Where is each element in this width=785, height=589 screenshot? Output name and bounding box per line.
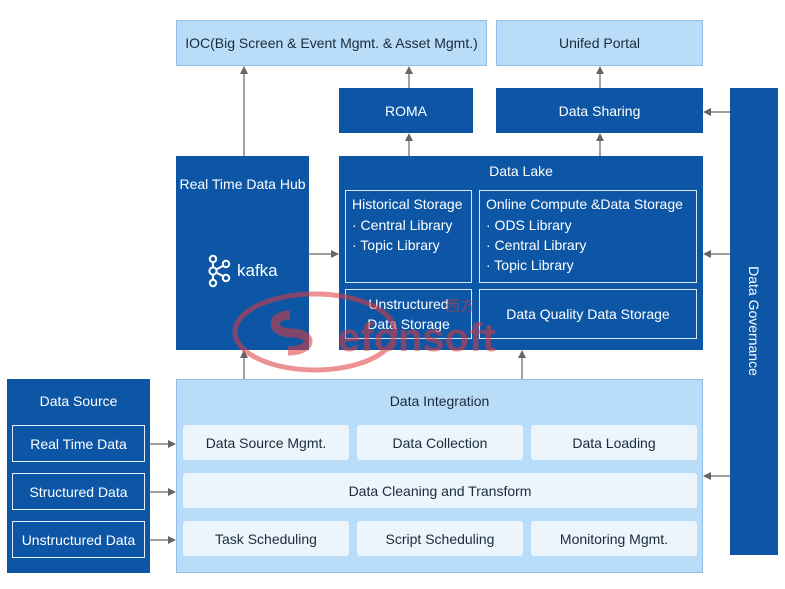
- realtime-hub-box: Real Time Data Hub kafka: [176, 156, 309, 350]
- kafka-logo: kafka: [204, 254, 294, 288]
- source-item-label: Unstructured Data: [21, 531, 136, 548]
- integration-item-label: Data Loading: [572, 434, 656, 451]
- data-source-title: Data Source: [39, 393, 118, 409]
- data-integration-box: Data Integration Data Source Mgmt. Data …: [176, 379, 703, 573]
- list-item: · Central Library: [352, 217, 453, 233]
- cleaning-transform-box: Data Cleaning and Transform: [183, 473, 697, 508]
- ioc-box: IOC(Big Screen & Event Mgmt. & Asset Mgm…: [176, 20, 487, 66]
- data-governance-box: Data Governance: [730, 88, 778, 555]
- source-item: Unstructured Data: [12, 521, 145, 558]
- integration-item-label: Data Collection: [392, 434, 488, 451]
- integration-item-label: Monitoring Mgmt.: [559, 530, 669, 547]
- historical-storage-list: · Central Library · Topic Library: [346, 212, 471, 255]
- source-item: Structured Data: [12, 473, 145, 510]
- ioc-label: IOC(Big Screen & Event Mgmt. & Asset Mgm…: [185, 35, 478, 51]
- unstructured-storage-box: Unstructured Data Storage: [345, 289, 472, 339]
- integration-item: Data Source Mgmt.: [183, 425, 349, 460]
- kafka-icon: [204, 254, 232, 288]
- list-item: · ODS Library: [486, 217, 572, 233]
- historical-storage-title: Historical Storage: [352, 196, 463, 212]
- online-compute-box: Online Compute &Data Storage · ODS Libra…: [479, 190, 697, 283]
- data-sharing-box: Data Sharing: [496, 88, 703, 133]
- source-item-label: Structured Data: [29, 483, 128, 500]
- integration-item-label: Data Source Mgmt.: [205, 434, 327, 451]
- data-governance-label: Data Governance: [746, 266, 762, 376]
- integration-item-label: Task Scheduling: [215, 530, 317, 547]
- unstructured-storage-label: Unstructured Data Storage: [367, 296, 450, 332]
- list-item: · Central Library: [486, 237, 587, 253]
- roma-label: ROMA: [385, 102, 427, 119]
- list-item: · Topic Library: [352, 237, 440, 253]
- integration-item: Data Collection: [357, 425, 523, 460]
- source-item-label: Real Time Data: [30, 435, 127, 452]
- kafka-text: kafka: [237, 261, 278, 280]
- integration-item: Monitoring Mgmt.: [531, 521, 697, 556]
- data-lake-box: Data Lake Historical Storage · Central L…: [339, 156, 703, 350]
- list-item: · Topic Library: [486, 257, 574, 273]
- quality-storage-box: Data Quality Data Storage: [479, 289, 697, 339]
- data-integration-title: Data Integration: [389, 393, 490, 409]
- integration-item-label: Script Scheduling: [385, 530, 495, 547]
- data-source-box: Data Source Real Time Data Structured Da…: [7, 379, 150, 573]
- data-sharing-label: Data Sharing: [558, 102, 641, 119]
- roma-box: ROMA: [339, 88, 473, 133]
- hub-title: Real Time Data Hub: [179, 176, 306, 192]
- historical-storage-box: Historical Storage · Central Library · T…: [345, 190, 472, 283]
- data-lake-title: Data Lake: [489, 163, 553, 179]
- source-item: Real Time Data: [12, 425, 145, 462]
- integration-item: Script Scheduling: [357, 521, 523, 556]
- portal-label: Unifed Portal: [559, 35, 640, 51]
- integration-item: Task Scheduling: [183, 521, 349, 556]
- online-compute-list: · ODS Library · Central Library · Topic …: [480, 212, 696, 275]
- online-compute-title: Online Compute &Data Storage: [486, 196, 683, 212]
- portal-box: Unifed Portal: [496, 20, 703, 66]
- cleaning-transform-label: Data Cleaning and Transform: [348, 482, 532, 499]
- integration-item: Data Loading: [531, 425, 697, 460]
- quality-storage-label: Data Quality Data Storage: [506, 306, 670, 322]
